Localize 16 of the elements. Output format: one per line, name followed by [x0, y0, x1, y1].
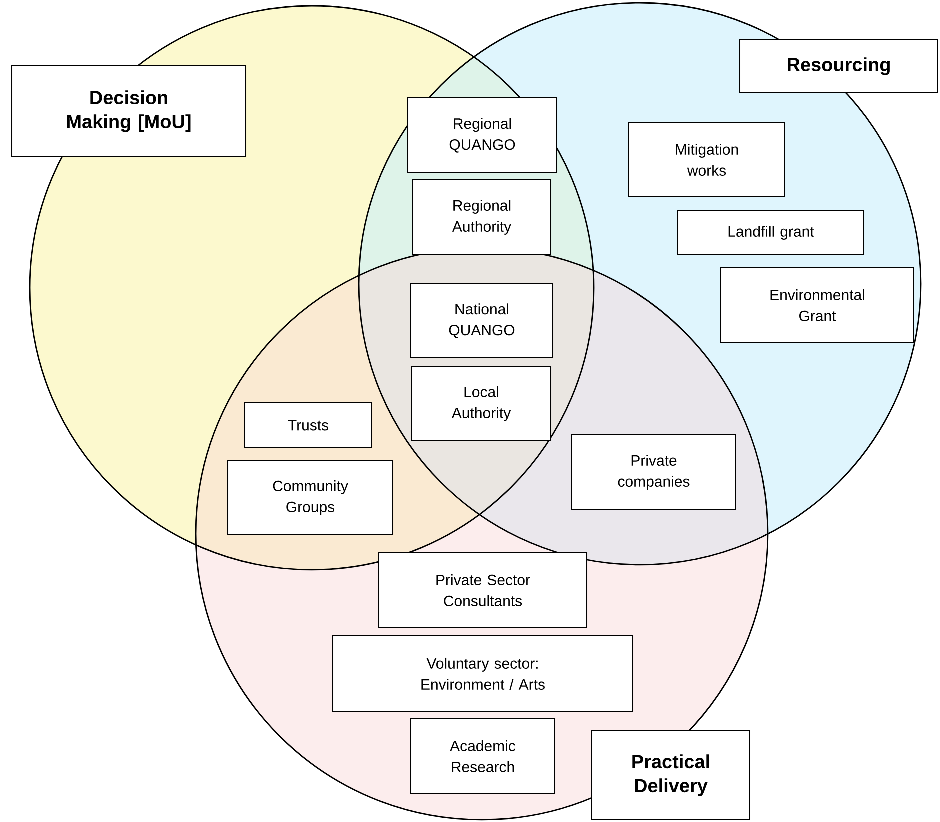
- label-box: Voluntary sector: Environment / Arts: [332, 635, 634, 712]
- title-box: Practical Delivery: [592, 730, 750, 820]
- label-box: Regional Authority: [412, 180, 552, 256]
- label-box: Academic Research: [410, 718, 556, 794]
- label-box: Environmental Grant: [720, 268, 914, 344]
- label-box: Regional QUANGO: [408, 98, 558, 174]
- label-box: Private Sector Consultants: [378, 552, 588, 628]
- label-box: Local Authority: [412, 366, 552, 442]
- title-box: Decision Making [MoU]: [12, 66, 246, 158]
- label-box: National QUANGO: [410, 284, 554, 358]
- label-box: Mitigation works: [628, 122, 786, 198]
- label-box: Trusts: [244, 402, 372, 448]
- label-box: Private companies: [572, 434, 736, 510]
- label-box: Landfill grant: [678, 210, 864, 256]
- label-box: Community Groups: [228, 460, 394, 536]
- title-box: Resourcing: [740, 40, 938, 94]
